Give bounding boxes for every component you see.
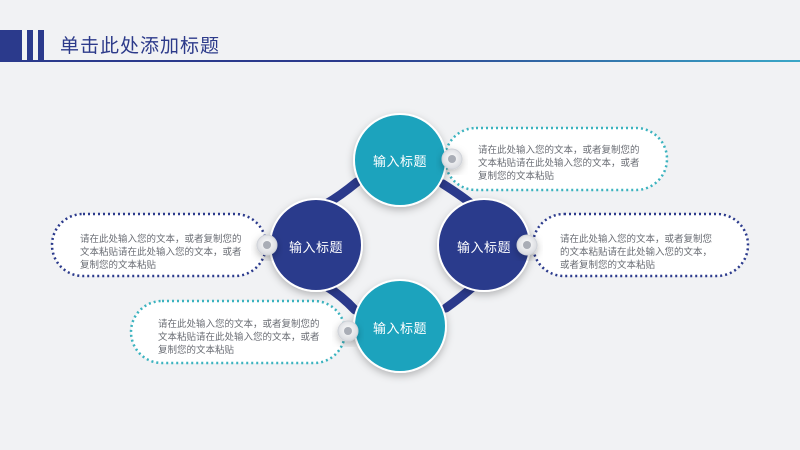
header-divider (0, 60, 800, 62)
knob-right (516, 234, 538, 256)
bubble-text-left[interactable]: 请在此处输入您的文本，或者复制您的文本粘贴请在此处输入您的文本，或者复制您的文本… (80, 234, 242, 271)
slide-header: 单击此处添加标题 (0, 0, 800, 62)
header-bar-accent (38, 30, 44, 60)
knob-left (256, 234, 278, 256)
circle-label-left[interactable]: 输入标题 (288, 241, 343, 256)
bubble-text-right[interactable]: 请在此处输入您的文本，或者复制您的文本粘贴请在此处输入您的文本，或者复制您的文本… (560, 234, 713, 271)
knob-top-right (441, 148, 463, 170)
slide-title[interactable]: 单击此处添加标题 (60, 35, 221, 57)
knob-bottom-left (337, 320, 359, 342)
header-bar-accent (0, 30, 22, 60)
header-bar-accent (27, 30, 33, 60)
bubble-text-top-right[interactable]: 请在此处输入您的文本，或者复制您的文本粘贴请在此处输入您的文本，或者复制您的文本… (478, 145, 640, 182)
circle-label-right[interactable]: 输入标题 (456, 241, 511, 256)
circle-label-bottom[interactable]: 输入标题 (372, 322, 427, 337)
circle-label-top[interactable]: 输入标题 (372, 155, 427, 170)
bubble-text-bottom-left[interactable]: 请在此处输入您的文本，或者复制您的文本粘贴请在此处输入您的文本，或者复制您的文本… (158, 319, 320, 356)
